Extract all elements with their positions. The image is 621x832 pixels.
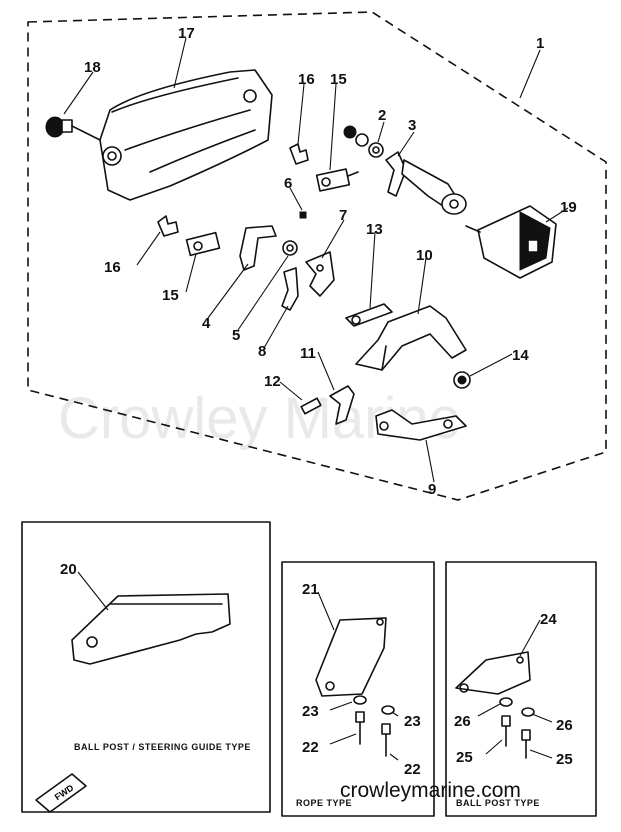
callout-14: 14 xyxy=(512,347,529,364)
panel-steering-guide-boundary xyxy=(21,521,271,813)
fwd-tag: FWD xyxy=(35,773,87,813)
part-8-link xyxy=(281,267,299,311)
panel-ball-post-boundary xyxy=(445,561,597,817)
part-13-bracket xyxy=(345,303,393,327)
callout-17: 17 xyxy=(178,25,195,42)
part-23-washer-rope xyxy=(353,695,395,715)
callout-1: 1 xyxy=(536,35,544,52)
part-12-pin xyxy=(300,397,322,415)
callout-22-left: 22 xyxy=(302,739,319,756)
callout-25-right: 25 xyxy=(556,751,573,768)
part-25-bolt xyxy=(501,715,531,759)
site-url: crowleymarine.com xyxy=(340,779,521,802)
panel-rope-boundary xyxy=(281,561,435,817)
callout-23-right: 23 xyxy=(404,713,421,730)
part-4-lever xyxy=(239,225,277,271)
part-26-washer xyxy=(499,697,535,717)
callout-5: 5 xyxy=(232,327,240,344)
callout-4: 4 xyxy=(202,315,211,332)
callout-16-lower: 16 xyxy=(104,259,121,276)
part-15-joint-lower xyxy=(185,231,221,257)
part-2-washer-upper xyxy=(343,125,384,158)
callout-24: 24 xyxy=(540,611,557,628)
callout-12: 12 xyxy=(264,373,281,390)
callout-15-upper: 15 xyxy=(330,71,347,88)
callout-9: 9 xyxy=(428,481,436,498)
part-3-lever-shaft xyxy=(385,151,467,215)
callout-26-left: 26 xyxy=(454,713,471,730)
callout-11: 11 xyxy=(300,345,316,362)
part-20-guide-plate xyxy=(71,593,231,665)
part-22-bolt-rope xyxy=(355,711,391,757)
part-14-nut xyxy=(453,371,471,389)
callout-13: 13 xyxy=(366,221,383,238)
callout-25-left: 25 xyxy=(456,749,473,766)
part-16-clip-lower xyxy=(157,215,179,237)
part-18-knob xyxy=(45,116,101,141)
part-19-switch xyxy=(465,205,557,279)
callout-18: 18 xyxy=(84,59,101,76)
callout-10: 10 xyxy=(416,247,433,264)
callout-23-left: 23 xyxy=(302,703,319,720)
part-15-joint-upper xyxy=(315,168,359,192)
callout-20: 20 xyxy=(60,561,77,578)
callout-21: 21 xyxy=(302,581,319,598)
part-17-cover xyxy=(99,69,273,201)
part-24-post-plate xyxy=(455,651,531,695)
callout-3: 3 xyxy=(408,117,416,134)
part-6-pin xyxy=(299,211,307,219)
part-9-bracket xyxy=(375,409,467,441)
part-5-washer xyxy=(282,240,298,256)
part-10-plate xyxy=(355,305,467,371)
caption-ball-post-steering-guide: BALL POST / STEERING GUIDE TYPE xyxy=(74,742,251,752)
callout-19: 19 xyxy=(560,199,577,216)
caption-rope-type: ROPE TYPE xyxy=(296,798,352,808)
part-11-lever xyxy=(329,385,355,425)
callout-15-lower: 15 xyxy=(162,287,179,304)
callout-7: 7 xyxy=(339,207,347,224)
callout-8: 8 xyxy=(258,343,266,360)
part-7-arm xyxy=(305,251,335,297)
callout-2: 2 xyxy=(378,107,386,124)
callout-26-right: 26 xyxy=(556,717,573,734)
leader-lines xyxy=(63,37,569,761)
part-21-rope-plate xyxy=(315,617,387,697)
part-16-clip-upper xyxy=(289,143,309,165)
callout-22-right: 22 xyxy=(404,761,421,778)
callout-16-upper: 16 xyxy=(298,71,315,88)
callout-6: 6 xyxy=(284,175,292,192)
caption-ball-post-type: BALL POST TYPE xyxy=(456,798,540,808)
